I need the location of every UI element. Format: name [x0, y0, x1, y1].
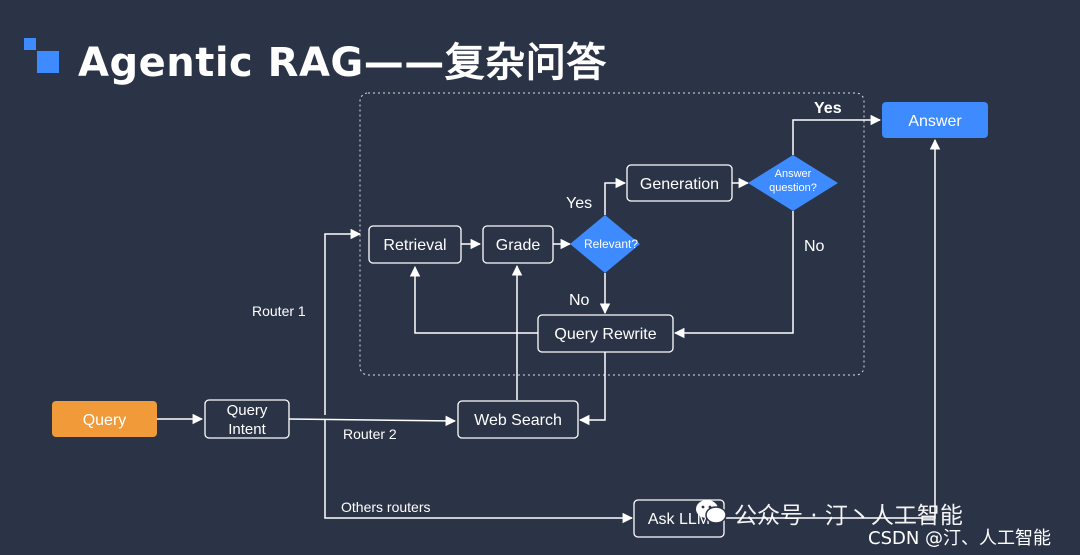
answer-question-decision: Answer question? [748, 155, 838, 211]
svg-text:Query Rewrite: Query Rewrite [554, 326, 656, 343]
page-title: Agentic RAG——复杂问答 [78, 40, 607, 86]
wechat-icon [696, 500, 727, 524]
router1-label: Router 1 [252, 303, 306, 319]
svg-text:Intent: Intent [228, 421, 266, 438]
relevant-decision: Relevant? [570, 215, 640, 273]
grade-node: Grade [482, 225, 554, 264]
no-relevant-label: No [569, 292, 590, 309]
svg-text:Query: Query [227, 402, 268, 419]
csdn-watermark: CSDN @汀、人工智能 [868, 528, 1052, 549]
router2-label: Router 2 [343, 426, 397, 442]
yes-answer-label: Yes [814, 100, 842, 117]
retrieval-node: Retrieval [368, 225, 462, 264]
generation-node: Generation [626, 164, 733, 202]
query-node: Query [52, 401, 157, 437]
svg-text:Relevant?: Relevant? [584, 237, 638, 251]
query-intent-node: Query Intent [204, 399, 290, 439]
web-search-node: Web Search [457, 400, 579, 439]
query-rewrite-node: Query Rewrite [537, 314, 674, 353]
others-routers-label: Others routers [341, 499, 430, 515]
svg-text:Query: Query [83, 412, 127, 429]
svg-text:Grade: Grade [496, 237, 541, 254]
wechat-watermark: 公众号 · 汀丶人工智能 [734, 503, 963, 529]
svg-text:Ask LLM: Ask LLM [648, 511, 710, 528]
yes-relevant-label: Yes [566, 195, 592, 212]
svg-text:Generation: Generation [640, 176, 719, 193]
svg-text:question?: question? [769, 182, 817, 194]
svg-text:Answer: Answer [908, 113, 962, 130]
no-answer-label: No [804, 238, 825, 255]
answer-node: Answer [882, 102, 988, 138]
title-logo-icon [24, 38, 60, 74]
connectors [157, 114, 941, 524]
svg-text:Web Search: Web Search [474, 412, 562, 429]
svg-text:Answer: Answer [775, 168, 812, 180]
svg-text:Retrieval: Retrieval [383, 237, 446, 254]
